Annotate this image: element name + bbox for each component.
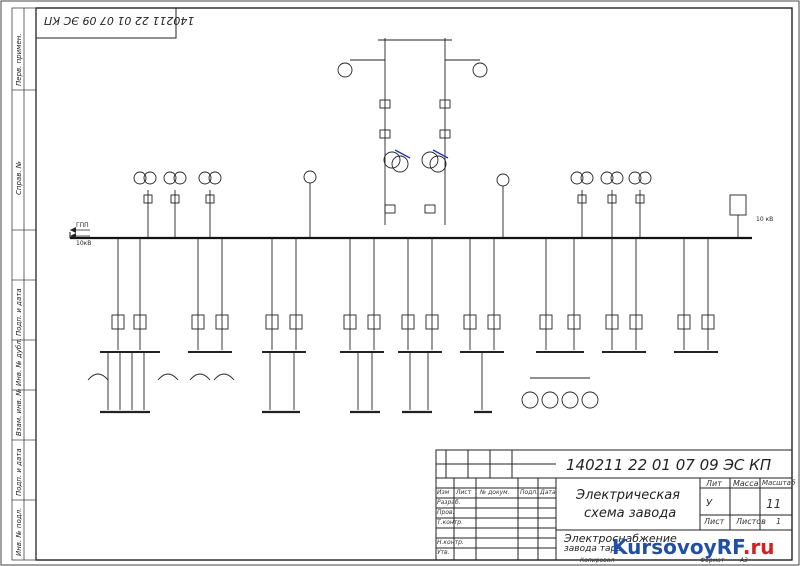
- col-list: Лист: [456, 489, 472, 496]
- feeder-1: [87, 238, 179, 410]
- strip-label-5: Взам. инв. №: [15, 388, 23, 436]
- lit-label: Лит: [706, 479, 722, 488]
- strip-label-3: Подп. и дата: [15, 288, 23, 336]
- watermark-dot: .ru: [742, 535, 775, 559]
- format-value: А3: [740, 557, 748, 564]
- watermark-main: KursovoyRF: [612, 535, 743, 559]
- role-1: Разраб.: [437, 499, 461, 506]
- col-doc: № докум.: [480, 489, 510, 496]
- feeders: [87, 238, 718, 414]
- scale-value: 11: [766, 497, 782, 511]
- title-line-2: схема завода: [584, 506, 677, 521]
- mass-label: Масса: [733, 479, 759, 488]
- copied-label: Копировал: [580, 557, 615, 564]
- strip-label-2: Справ. №: [15, 160, 23, 195]
- role-5: Н.контр.: [437, 539, 464, 546]
- feeder-3: [262, 238, 306, 410]
- feeder-4: [340, 238, 384, 410]
- bus-label: 10 кВ: [756, 216, 774, 223]
- title-line-1: Электрическая: [576, 488, 680, 503]
- feeder-2: [188, 238, 235, 381]
- format-label: Формат: [700, 557, 725, 564]
- feeder-6: [460, 238, 504, 410]
- watermark: KursovoyRF.ru: [612, 535, 775, 559]
- line-label-1: ГПП: [76, 222, 89, 229]
- feeder-7: [521, 238, 599, 409]
- strip-label-1: Перв. примен.: [15, 33, 23, 86]
- sheets-value: 1: [776, 517, 782, 526]
- upper-right-group: [496, 171, 747, 238]
- line-label-2: 10кВ: [76, 240, 92, 247]
- col-izm: Изм: [437, 489, 450, 496]
- incoming-lines: [337, 38, 488, 225]
- subject-line-1: Электроснабжение: [564, 532, 677, 545]
- title-block: [435, 449, 793, 561]
- scale-label: Масштаб: [762, 479, 796, 487]
- feeder-9: [674, 238, 718, 353]
- feeder-8: [602, 238, 646, 353]
- role-2: Пров.: [437, 509, 455, 516]
- strip-label-6: Подп. и дата: [15, 448, 23, 496]
- left-strip: [11, 7, 37, 561]
- strip-label-7: Инв. № подл.: [15, 507, 23, 556]
- strip-label-4: Инв. № дубл.: [15, 338, 23, 386]
- role-3: Т.контр.: [437, 519, 464, 526]
- sheets-label: Листов: [736, 517, 766, 526]
- sheet-label: Лист: [704, 517, 725, 526]
- col-date: Дата: [540, 489, 556, 496]
- inner-frame: [35, 7, 793, 561]
- col-sign: Подп.: [520, 489, 539, 496]
- doc-code: 140211 22 01 07 09 ЭС КП: [566, 456, 772, 474]
- rotated-doc-code: 140211 22 01 07 09 ЭС КП: [44, 14, 195, 27]
- subject-line-2: завода тара: [564, 544, 622, 554]
- upper-left-group: [133, 170, 317, 238]
- feeder-5: [398, 238, 442, 410]
- lit-value: У: [706, 498, 713, 509]
- role-6: Утв.: [437, 549, 450, 556]
